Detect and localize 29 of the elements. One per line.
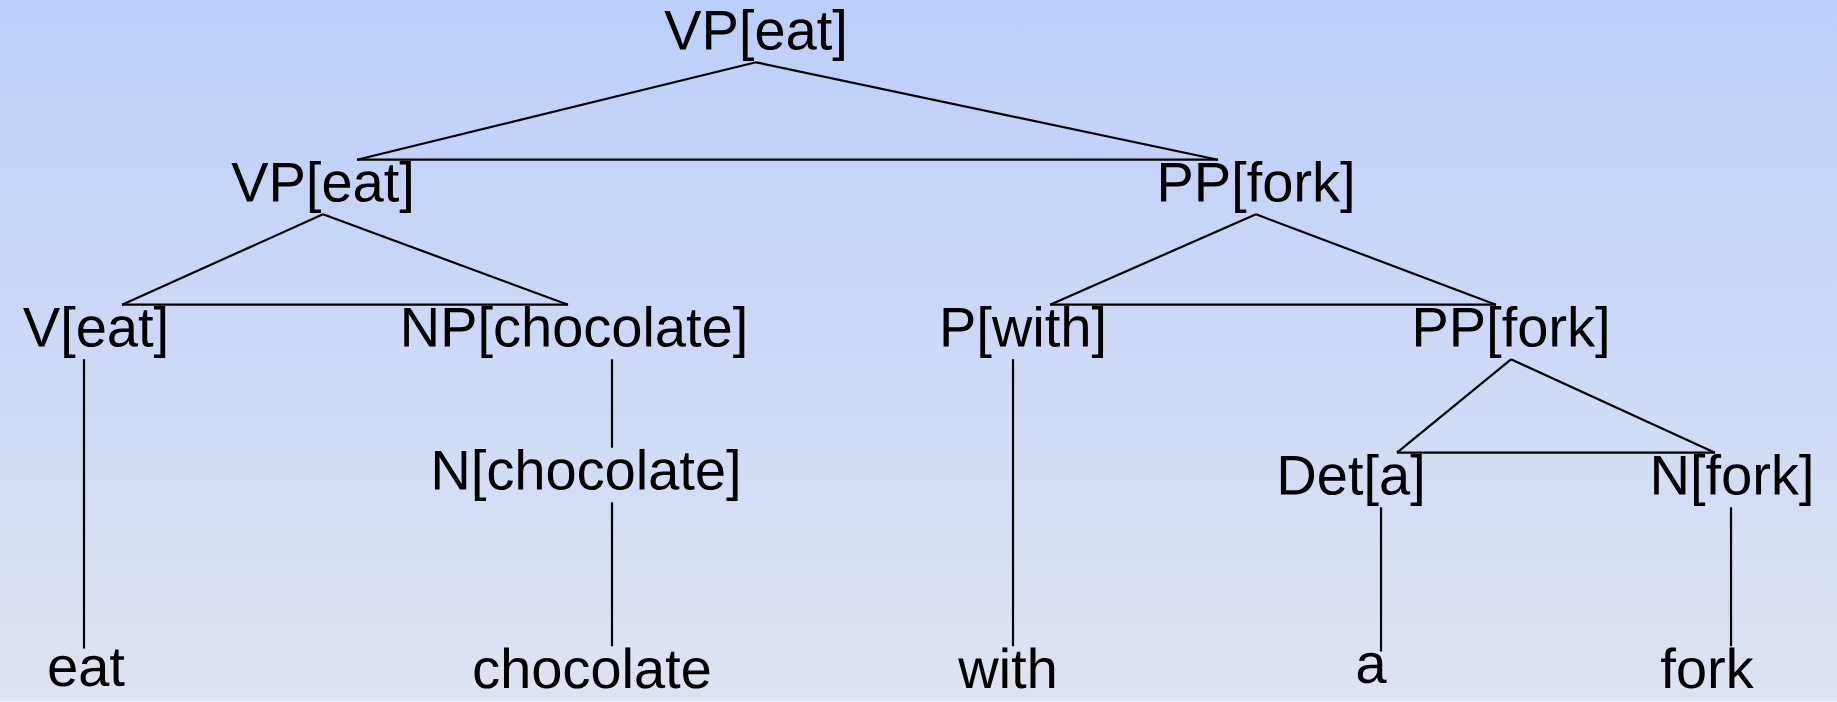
branch-line — [322, 213, 569, 306]
branch-line — [1396, 358, 1512, 454]
branch-line — [1729, 507, 1733, 647]
tree-label: NP[chocolate] — [404, 305, 745, 359]
tree-label: with — [958, 647, 1055, 689]
branch-line — [610, 359, 614, 448]
branch-line — [1049, 213, 1257, 306]
branch-line — [1510, 358, 1716, 454]
tree-label: VP[eat] — [231, 160, 411, 214]
tree-label: P[with] — [943, 305, 1104, 359]
branch-line — [82, 359, 86, 649]
tree-label: PP[fork] — [1416, 305, 1607, 359]
branch-line — [1255, 213, 1497, 306]
branch-line — [755, 61, 1219, 161]
branch-line — [610, 502, 614, 647]
tree-label: N[chocolate] — [434, 448, 738, 502]
branch-line — [356, 61, 757, 161]
tree-label: a — [1357, 652, 1387, 684]
branch-line — [121, 213, 324, 306]
tree-label: N[fork] — [1654, 453, 1811, 507]
tree-label: eat — [49, 649, 125, 687]
tree-label: V[eat] — [23, 305, 166, 359]
branch-line — [1011, 359, 1015, 647]
tree-label: PP[fork] — [1161, 160, 1352, 214]
tree-label: Det[a] — [1280, 453, 1422, 507]
tree-label: VP[eat] — [664, 8, 844, 62]
tree-label: fork — [1661, 647, 1754, 689]
branch-line — [1379, 507, 1383, 652]
tree-label: chocolate — [474, 647, 710, 689]
